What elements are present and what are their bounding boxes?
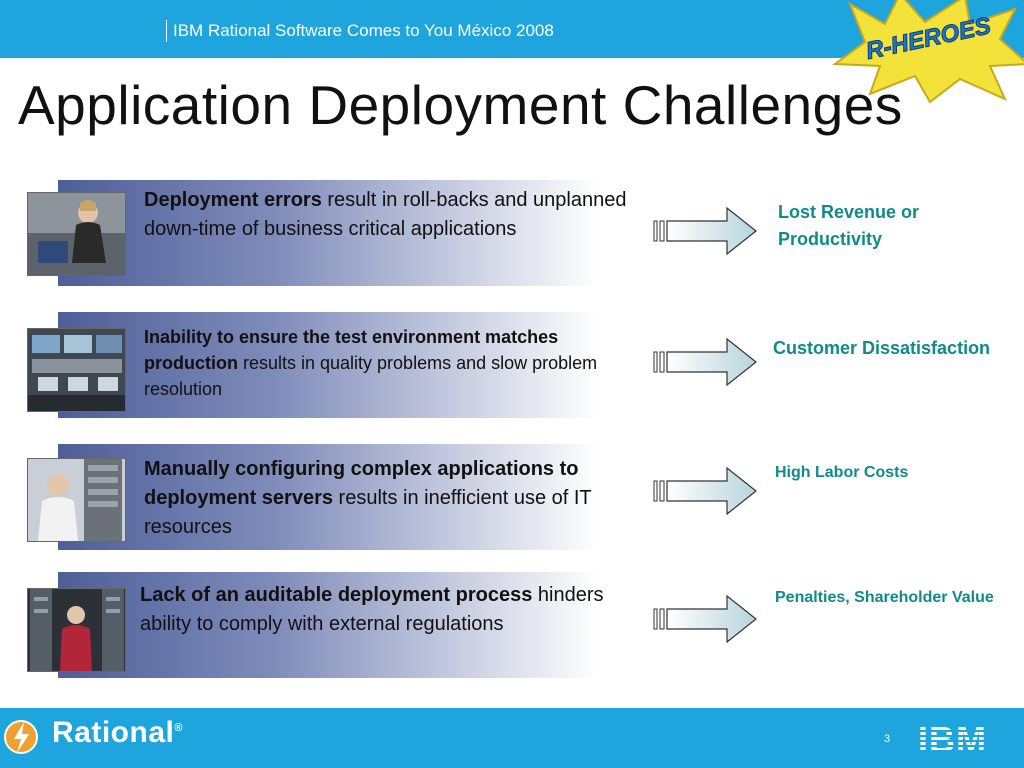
photo-control-room <box>27 328 126 412</box>
challenge-3-text: Manually configuring complex application… <box>144 455 644 542</box>
registered-mark-icon: ® <box>174 722 183 734</box>
photo-server-room-man <box>27 458 126 542</box>
challenge-row-2-band <box>58 312 598 418</box>
challenge-3-rest: results in inefficient use of IT resourc… <box>144 487 592 538</box>
arrow-icon <box>653 337 757 387</box>
challenge-row-3-band <box>58 444 598 550</box>
challenge-2-bold: Inability to ensure the test environment… <box>144 327 559 373</box>
footer-bar <box>0 708 1024 768</box>
photo-data-center-woman <box>27 588 126 672</box>
ibm-logo: IBM <box>918 722 987 756</box>
arrow-icon <box>653 466 757 516</box>
challenge-3-bold: Manually configuring complex application… <box>144 458 579 509</box>
r-heroes-badge: R-HEROES <box>832 0 1024 104</box>
conference-title: IBM Rational Software Comes to You Méxic… <box>166 20 554 42</box>
challenge-4-rest: hinders ability to comply with external … <box>140 584 604 635</box>
photo-office-worker <box>27 192 126 276</box>
outcome-1: Lost Revenue or Productivity <box>778 202 920 249</box>
ibm-logo-text: IBM <box>918 722 987 756</box>
challenge-1-bold: Deployment errors <box>144 189 322 211</box>
challenge-4-text: Lack of an auditable deployment process … <box>140 581 640 639</box>
lightning-bolt-icon <box>4 720 38 754</box>
challenge-1-rest: result in roll-backs and unplanned down-… <box>144 189 627 240</box>
arrow-icon <box>653 206 757 256</box>
outcome-2: Customer Dissatisfaction <box>773 338 991 358</box>
slide-title: Application Deployment Challenges <box>18 74 903 136</box>
challenge-4-bold: Lack of an auditable deployment process <box>140 584 533 606</box>
outcome-3: High Labor Costs <box>775 464 909 481</box>
challenge-1-text: Deployment errors result in roll-backs a… <box>144 186 644 244</box>
page-number: 3 <box>884 733 891 745</box>
challenge-2-text: Inability to ensure the test environment… <box>144 324 644 402</box>
rational-logo-text: Rational <box>52 716 175 749</box>
challenge-2-rest: results in quality problems and slow pro… <box>144 353 598 399</box>
challenge-row-4-band <box>58 572 598 678</box>
rational-logo: Rational® <box>52 716 183 750</box>
outcome-4: Penalties, Shareholder Value <box>775 589 994 606</box>
challenge-row-1-band <box>58 180 598 286</box>
arrow-icon <box>653 594 757 644</box>
